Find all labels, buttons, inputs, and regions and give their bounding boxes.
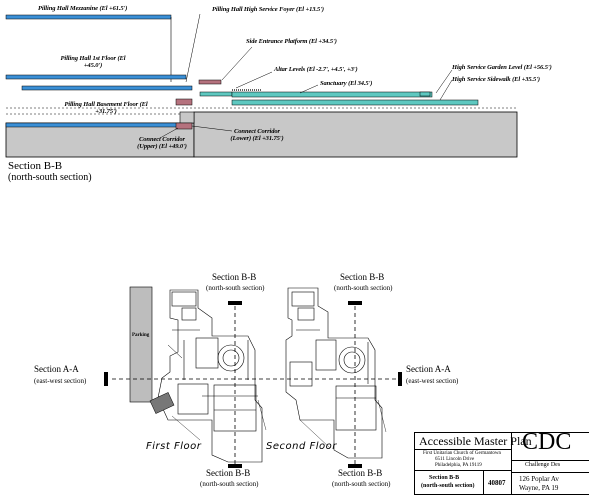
second-floor-plan: [285, 287, 383, 459]
section-bb-sub-1: (north-south section): [206, 284, 265, 292]
section-bb-label-3: Section B-B: [206, 468, 251, 478]
section-bb-marker-1-top: [228, 301, 242, 305]
section-aa-label-left: Section A-A: [34, 364, 79, 374]
label-corridor-upper: Connect Corridor (Upper) (El +49.0'): [137, 136, 187, 150]
floor-first: [5, 74, 187, 80]
section-caption-title: Section B-B: [8, 160, 63, 172]
title-block-address-2: Philadelphia, PA 19119: [435, 463, 482, 468]
section-aa-sub-right: (east-west section): [406, 377, 459, 385]
floor-sanctuary: [231, 91, 433, 98]
title-block-church: First Unitarian Church of Germantown: [423, 451, 502, 456]
label-sanctuary: Sanctuary (El 34.5'): [320, 80, 373, 87]
section-bb-marker-2-top: [348, 301, 362, 305]
label-corridor-lower: Connect Corridor (Lower) (El +31.75'): [230, 128, 284, 142]
first-floor-label: First Floor: [146, 441, 202, 452]
firm-name: Challenge Des: [525, 462, 561, 468]
section-aa-label-right: Section A-A: [406, 364, 451, 374]
title-block: Accessible Master Plan First Unitarian C…: [414, 429, 589, 495]
section-aa-sub-left: (east-west section): [34, 377, 87, 385]
label-altar-levels: Altar Levels (El -2.7', +4.5', +3'): [274, 66, 358, 73]
label-high-sidewalk: High Service Sidewalk (El +35.5'): [452, 76, 540, 83]
altar-block: [199, 91, 233, 97]
section-aa-marker-right: [398, 372, 402, 386]
ground-left: [5, 122, 195, 158]
label-high-garden: High Service Garden Level (El +56.5'): [452, 64, 552, 71]
title-block-title: Accessible Master Plan: [419, 434, 532, 448]
corridor-upper-block: [175, 98, 193, 106]
section-bb-sub-4: (north-south section): [332, 480, 391, 488]
title-block-drawing-1: Section B-B: [429, 475, 460, 481]
section-bb-label-2: Section B-B: [340, 272, 385, 282]
title-block-number: 40807: [488, 479, 506, 487]
section-aa-marker-left: [104, 372, 108, 386]
ground-right: [193, 111, 518, 158]
section-bb-sub-3: (north-south section): [200, 480, 259, 488]
parking-label: Parking: [132, 333, 150, 338]
section-bb-marker-1-bottom: [228, 464, 242, 468]
label-mezzanine: Pilling Hall Mezzanine (El +61.5'): [38, 5, 128, 12]
label-side-entrance: Side Entrance Platform (El +34.5'): [246, 38, 337, 45]
floor-high-garden: [419, 91, 431, 97]
floor-first-lower: [21, 85, 193, 91]
floor-high-sidewalk: [231, 99, 479, 106]
section-bb-label-4: Section B-B: [338, 468, 383, 478]
second-floor-label: Second Floor: [266, 441, 337, 452]
section-caption-sub: (north-south section): [8, 172, 92, 183]
floor-mezzanine: [5, 14, 172, 20]
title-block-drawing-2: (north-south section): [421, 483, 475, 489]
first-floor-plan: [157, 289, 263, 463]
firm-address-2: Wayne, PA 19: [519, 484, 559, 492]
firm-address-1: 126 Poplar Av: [519, 475, 559, 483]
section-bb-sub-2: (north-south section): [334, 284, 393, 292]
side-entrance-platform: [198, 79, 222, 85]
section-bb-marker-2-bottom: [348, 464, 362, 468]
section-bb-label-1: Section B-B: [212, 272, 257, 282]
corridor-lower-block: [175, 122, 193, 130]
parking-area: [129, 286, 153, 403]
floor-basement: [5, 122, 179, 128]
label-pilling-basement: Pilling Hall Basement Floor (El +31.75'): [64, 101, 148, 115]
title-block-address-1: 6511 Lincoln Drive: [435, 457, 475, 462]
ground-step: [179, 111, 195, 124]
label-pilling-high-foyer: Pilling Hall High Service Foyer (El +13.…: [212, 6, 324, 13]
label-pilling-first: Pilling Hall 1st Floor (El +45.0'): [60, 55, 126, 69]
firm-logo: CDC: [522, 429, 572, 455]
